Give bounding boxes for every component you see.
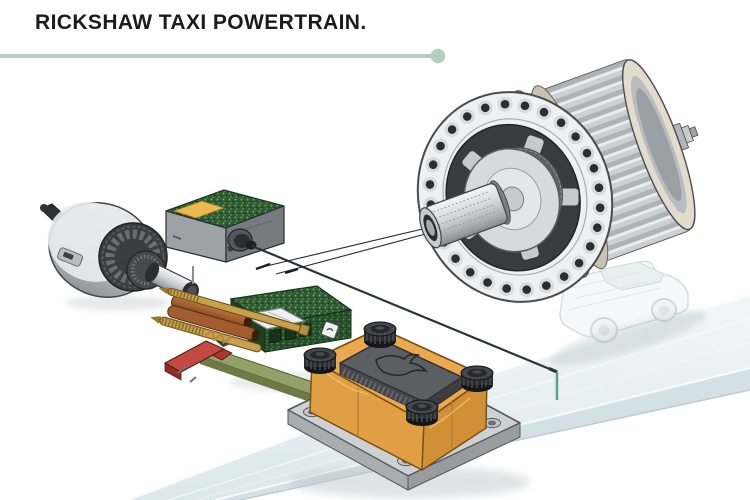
controller-box (165, 189, 285, 284)
pcb-emblem (321, 321, 339, 339)
controller-box-slot (172, 235, 182, 240)
brass-rod (158, 287, 311, 337)
vehicle-bed-lines (567, 271, 661, 311)
spring (204, 329, 233, 345)
callout-lines (255, 226, 434, 275)
drive-motor (416, 59, 699, 303)
vehicle-wheel-hub (598, 325, 610, 335)
battery-pack (287, 321, 521, 491)
leader-tick (284, 267, 299, 275)
motor-shaft (419, 180, 511, 249)
header-accent (0, 48, 446, 64)
controller-box-yellow-pad (172, 200, 226, 219)
small-motor (40, 202, 199, 301)
leader-tick (255, 262, 271, 271)
small-motor-clamp (57, 247, 83, 267)
vehicle-wheel-hub (659, 305, 669, 315)
vehicle-shadow (549, 310, 707, 366)
vehicle-canopy (599, 261, 665, 291)
page-title: RICKSHAW TAXI POWERTRAIN. (35, 11, 367, 34)
axle-rods (150, 287, 311, 383)
battery-knob (405, 399, 439, 427)
copper-rod (167, 305, 260, 341)
small-screws (177, 365, 197, 383)
battery-knob (460, 365, 494, 393)
leader-line (275, 231, 434, 275)
accent-dot (430, 48, 446, 64)
battery-knob (303, 347, 337, 375)
small-motor-shadow (66, 296, 170, 310)
leader-line (257, 226, 432, 269)
small-motor-lever-tip (40, 204, 48, 212)
battery-knob (363, 321, 397, 349)
battery-panel-seams (357, 388, 453, 448)
ghost-vehicle (559, 260, 689, 343)
motor-end-ring (622, 59, 696, 231)
controller-box-port (227, 228, 257, 252)
red-bracket (163, 340, 233, 381)
glass-corner-cap (548, 366, 558, 374)
battery-logo (375, 353, 429, 377)
